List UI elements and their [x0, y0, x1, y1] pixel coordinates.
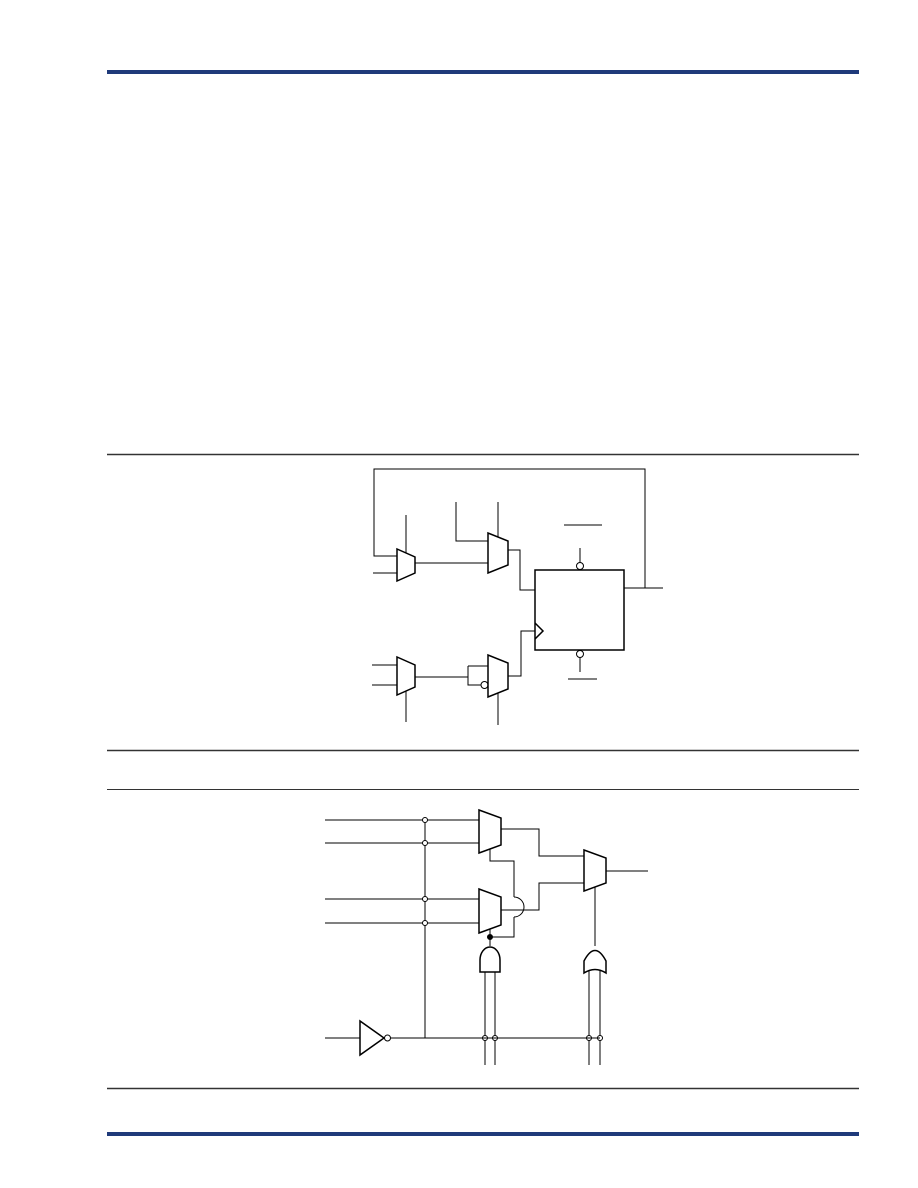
input-mux-1: [396, 547, 416, 583]
clock-invert-bubble: [480, 681, 489, 689]
input-mux-2: [487, 531, 509, 575]
or-gate: [583, 949, 607, 975]
and-gate: [479, 946, 501, 973]
select-junction: [487, 934, 493, 940]
input-mux-2-input-a: [455, 502, 488, 542]
mux-upper: [478, 808, 502, 855]
wire-crossover-hop: [513, 896, 525, 918]
mux-output: [583, 848, 607, 893]
mux-lower-output: [501, 882, 584, 911]
junction: [422, 896, 428, 902]
clear-bubble: [576, 650, 584, 658]
preset-bubble: [576, 562, 584, 570]
clock-mux-2: [487, 653, 509, 699]
combinatorial-logic-figure: [325, 808, 648, 1065]
clock-polarity-wiring: [467, 666, 481, 686]
bottom-footer-rule: [107, 1132, 859, 1136]
inverter-bubble: [384, 1034, 391, 1042]
feedback-loop: [373, 468, 646, 588]
clock-mux-1: [396, 655, 416, 697]
junction: [422, 817, 428, 823]
d-flip-flop: [534, 569, 625, 651]
sequential-logic-figure: [372, 468, 663, 725]
mux-upper-select-return: [490, 917, 515, 938]
clock-input-triangle: [534, 622, 545, 640]
mux-upper-select: [489, 849, 515, 897]
mux-lower: [478, 887, 502, 935]
mux-upper-output: [501, 828, 584, 857]
top-header-rule: [107, 70, 859, 74]
junction: [422, 920, 428, 926]
input-mux-2-output: [508, 549, 535, 591]
inverter-buffer: [359, 1019, 386, 1057]
junction: [422, 840, 428, 846]
clock-mux-2-output: [508, 630, 535, 677]
